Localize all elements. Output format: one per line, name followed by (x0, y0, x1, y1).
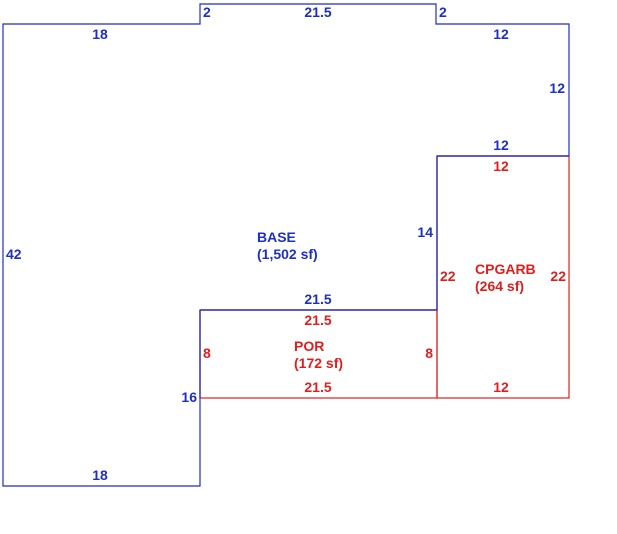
dim-garage-left: 22 (440, 268, 456, 284)
dim-garage-right: 22 (550, 268, 566, 284)
porch-area-size: (172 sf) (294, 355, 343, 371)
base-outline (2, 3, 570, 487)
garage-outline (436, 155, 570, 399)
dim-base-porch-top: 21.5 (304, 291, 331, 307)
dim-base-left: 42 (6, 246, 22, 262)
dim-base-bottom: 18 (92, 467, 108, 483)
dim-base-inner-horizontal: 12 (493, 137, 509, 153)
dim-porch-right: 8 (425, 345, 433, 361)
dim-base-top-left: 18 (92, 26, 108, 42)
porch-area-name: POR (294, 338, 324, 354)
dim-base-inner-vertical: 14 (417, 224, 433, 240)
base-area-size: (1,502 sf) (257, 246, 318, 262)
dim-porch-bottom: 21.5 (304, 379, 331, 395)
garage-area-name: CPGARB (475, 261, 536, 277)
dim-base-lower-vertical: 16 (181, 389, 197, 405)
dim-garage-top: 12 (493, 158, 509, 174)
garage-area-size: (264 sf) (475, 278, 524, 294)
dim-base-step-right: 2 (439, 4, 447, 20)
base-area-name: BASE (257, 229, 296, 245)
dim-garage-bottom: 12 (493, 379, 509, 395)
dim-base-right-upper: 12 (549, 80, 565, 96)
dim-base-top-right: 12 (493, 26, 509, 42)
dim-base-step-left: 2 (203, 4, 211, 20)
dim-base-top-mid: 21.5 (304, 4, 331, 20)
dim-porch-top: 21.5 (304, 312, 331, 328)
dim-porch-left: 8 (203, 345, 211, 361)
